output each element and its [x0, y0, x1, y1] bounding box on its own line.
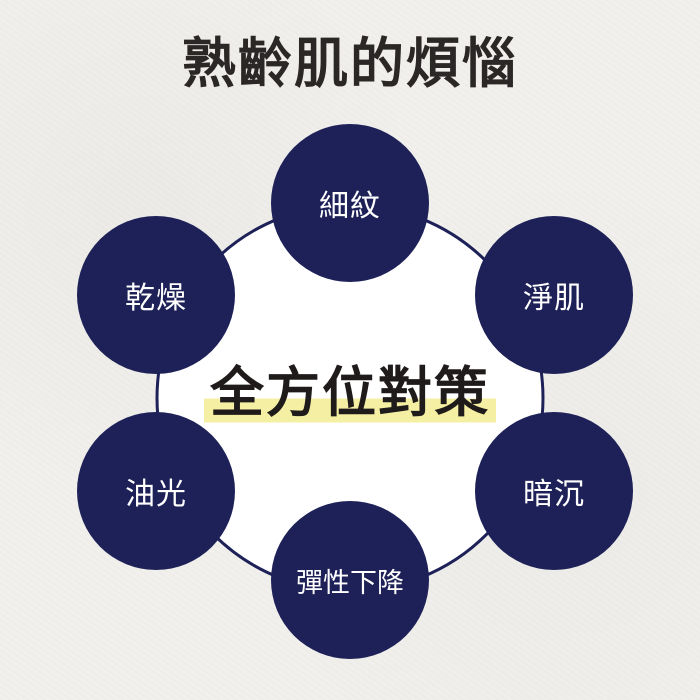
- concern-node-loss-of-elasticity: 彈性下降: [271, 501, 429, 659]
- node-label: 油光: [125, 477, 187, 512]
- concern-node-dryness: 乾燥: [77, 216, 235, 374]
- center-label: 全方位對策: [204, 352, 496, 432]
- node-label: 暗沉: [523, 477, 585, 512]
- node-label: 乾燥: [125, 281, 187, 316]
- node-label: 彈性下降: [296, 567, 404, 599]
- concern-node-fine-lines: 細紋: [271, 124, 429, 282]
- center-label-container: 全方位對策: [0, 352, 700, 432]
- concern-node-dullness: 暗沉: [475, 412, 633, 570]
- node-label: 細紋: [319, 189, 381, 224]
- node-label: 淨肌: [523, 281, 585, 316]
- page-title: 熟齡肌的煩惱: [182, 31, 518, 95]
- concern-node-pore-cleansing: 淨肌: [475, 216, 633, 374]
- concern-node-oiliness: 油光: [77, 412, 235, 570]
